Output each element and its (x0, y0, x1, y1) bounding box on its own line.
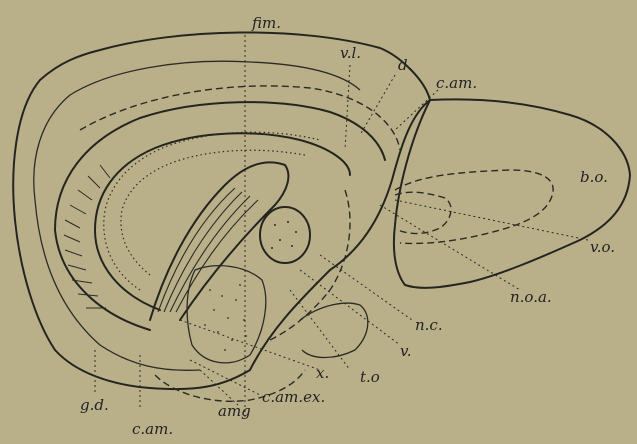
label-camex: c.am.ex. (262, 388, 325, 406)
commissure-circle (260, 207, 310, 263)
cortex-lower-outline (35, 200, 200, 370)
label-d: d. (398, 56, 412, 74)
olfactory-small-dashed (395, 192, 451, 233)
label-v: v. (400, 342, 411, 360)
dentate-band-dotted-2 (121, 150, 305, 275)
label-vl: v.l. (340, 44, 361, 62)
label-gd: g.d. (80, 396, 109, 414)
hatching-lines (64, 165, 110, 308)
label-nc: n.c. (415, 316, 443, 334)
label-cam-top: c.am. (436, 74, 477, 92)
hippocampus-inner (95, 133, 350, 310)
hemisphere-outline (13, 32, 430, 389)
olfactory-inner-dashed (395, 170, 553, 243)
label-amg: amg (218, 402, 251, 420)
cortex-inner-outline (34, 61, 360, 200)
amygdala-dots (204, 284, 247, 351)
label-bo: b.o. (580, 168, 608, 186)
label-to: t.o (360, 368, 380, 386)
fimbria-striations (158, 188, 258, 312)
label-fim: fim. (251, 14, 281, 32)
amygdala-region (187, 266, 266, 363)
internal-dashed-1 (80, 86, 400, 150)
label-cam-bottom: c.am. (132, 420, 173, 438)
label-x: x. (316, 364, 329, 382)
leader-lines (95, 35, 588, 420)
label-noa: n.o.a. (510, 288, 552, 306)
commissure-dots (271, 221, 297, 249)
label-vo: v.o. (590, 238, 615, 256)
